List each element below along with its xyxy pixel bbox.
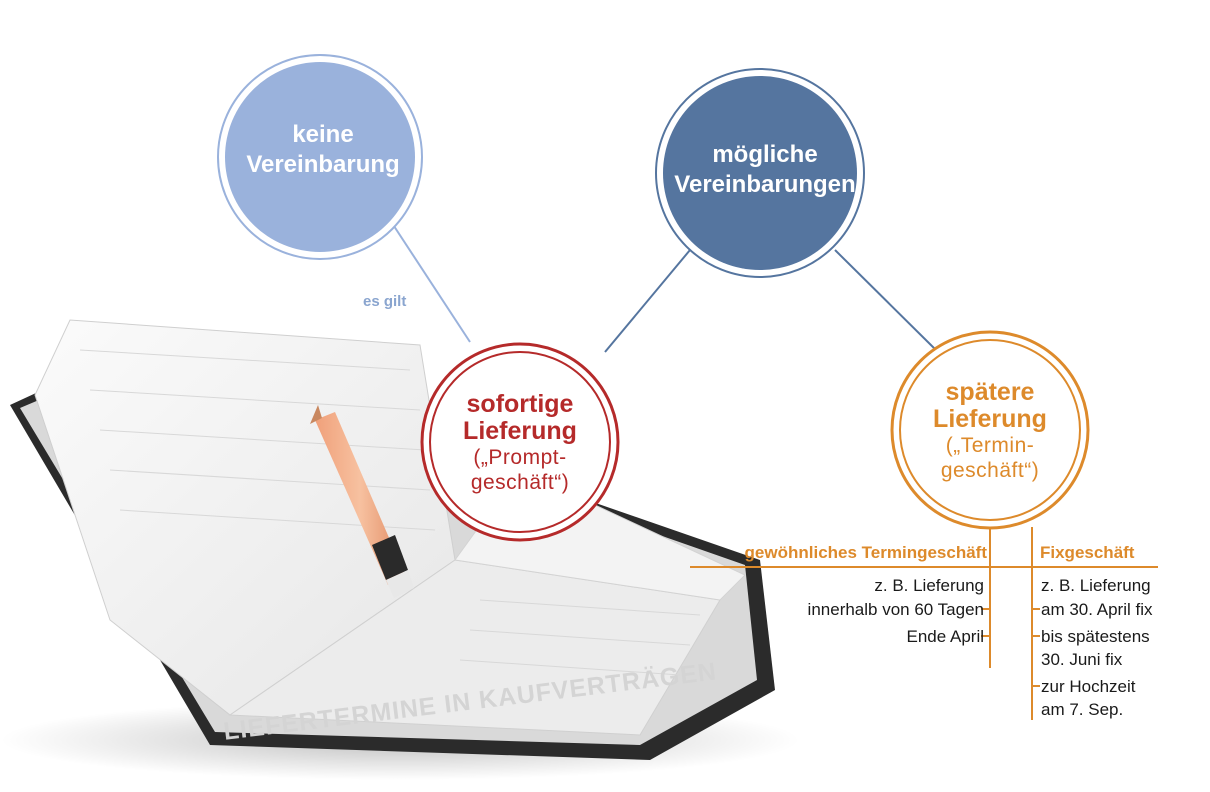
node-sofort-line4: geschäft“): [470, 471, 570, 494]
gewoehnlich-entry: Ende April: [906, 627, 985, 646]
node-sofort-circle: [420, 342, 620, 542]
node-sofort-line3: („Prompt-: [473, 446, 567, 469]
fix-entry: 30. Juni fix: [1041, 650, 1123, 669]
fix-entry: am 30. April fix: [1041, 600, 1153, 619]
node-spaeter-circle: [890, 330, 1090, 530]
node-spaeter-line4: geschäft“): [940, 459, 1040, 482]
node-keine-line2: Vereinbarung: [246, 151, 400, 178]
connector-lines: [389, 219, 1158, 720]
column-title-gewoehnliches-termingeschaeft: gewöhnliches Termingeschäft: [744, 543, 987, 562]
node-spaetere-lieferung: spätere Lieferung („Termin- geschäft“): [895, 366, 1085, 496]
node-keine-circle: [217, 54, 423, 260]
gewoehnlich-entry: z. B. Lieferung: [874, 576, 984, 595]
node-keine-vereinbarung: keine Vereinbarung: [238, 110, 408, 190]
fix-entry: zur Hochzeit: [1041, 677, 1136, 696]
node-moegliche-vereinbarungen: mögliche Vereinbarungen: [645, 130, 885, 210]
column-title-fixgeschaeft: Fixgeschäft: [1040, 543, 1135, 562]
node-keine-line1: keine: [292, 121, 354, 148]
node-spaeter-line1: spätere: [945, 378, 1035, 406]
node-moeglich-line1: mögliche: [712, 141, 818, 168]
fix-entry: bis spätestens: [1041, 627, 1150, 646]
node-moeglich-line2: Vereinbarungen: [674, 171, 856, 198]
node-sofort-line2: Lieferung: [463, 417, 577, 445]
edge-label-es-gilt: es gilt: [363, 293, 407, 310]
node-moeglich-circle: [655, 68, 865, 278]
node-sofort-line1: sofortige: [466, 390, 574, 418]
node-sofortige-lieferung: sofortige Lieferung („Prompt- geschäft“): [425, 378, 615, 508]
calendar-book-illustration: [0, 319, 800, 780]
node-spaeter-line2: Lieferung: [933, 405, 1047, 433]
fix-entry: z. B. Lieferung: [1041, 576, 1151, 595]
node-spaeter-line3: („Termin-: [945, 434, 1035, 457]
gewoehnlich-entry: innerhalb von 60 Tagen: [807, 600, 984, 619]
fix-entry: am 7. Sep.: [1041, 700, 1124, 719]
